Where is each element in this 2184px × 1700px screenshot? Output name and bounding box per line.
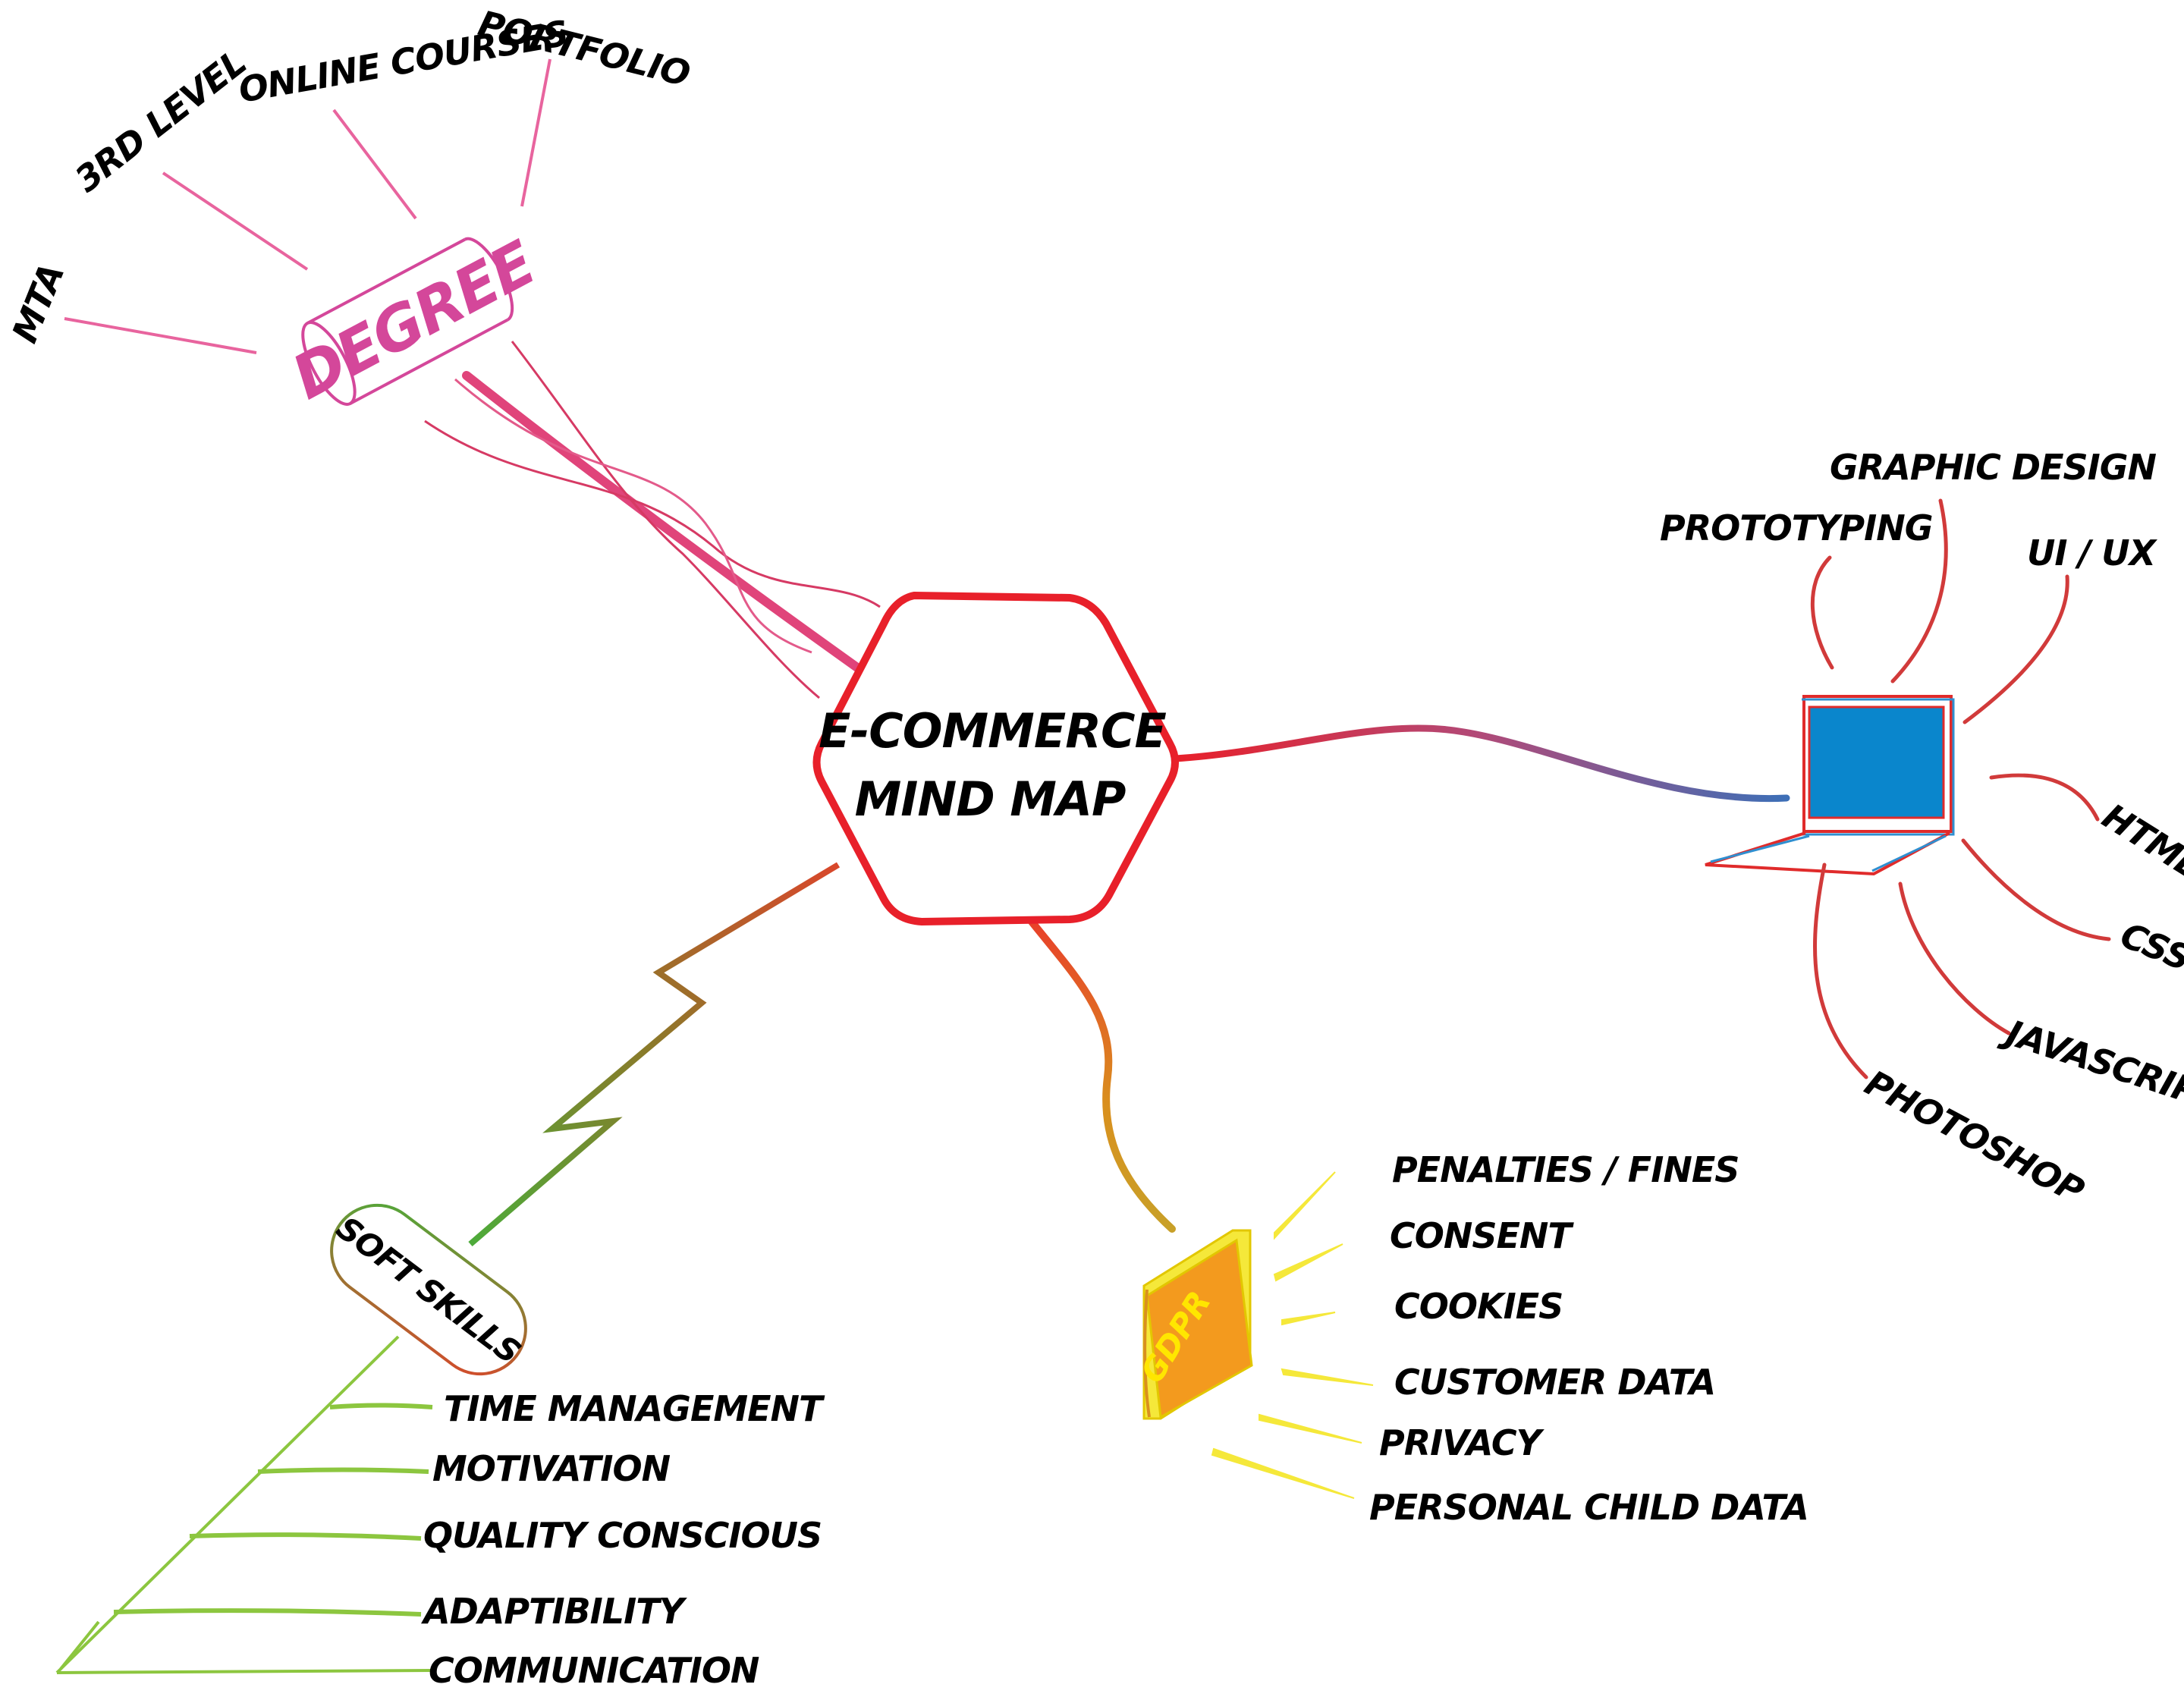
gdpr-item-consent: CONSENT <box>1390 1215 1574 1256</box>
gdpr-item-cookies: COOKIES <box>1394 1286 1563 1327</box>
gdpr-item-privacy: PRIVACY <box>1379 1422 1545 1463</box>
soft-skill-adaptibility: ADAPTIBILITY <box>421 1591 688 1632</box>
tech-connector <box>1172 724 1790 803</box>
tech-branch-photoshop: PHOTOSHOP <box>1859 1062 2091 1211</box>
degree-node: DEGREE <box>281 228 547 413</box>
soft-skill-time-management: TIME MANAGEMENT <box>444 1388 825 1429</box>
gdpr-item-penalties-fines: PENALTIES / FINES <box>1392 1149 1739 1190</box>
soft-skills-node: SOFT SKILLS <box>330 1203 527 1376</box>
degree-branch-portfolio: PORTFOLIO <box>474 2 693 94</box>
soft-skills-connector <box>468 862 841 1247</box>
center-hexagon <box>812 591 1179 926</box>
tech-branch-ui-ux: UI / UX <box>2027 533 2158 573</box>
degree-connector <box>424 341 881 699</box>
gdpr-item-personal-child-data: PERSONAL CHILD DATA <box>1369 1487 1808 1528</box>
soft-skill-communication: COMMUNICATION <box>429 1650 759 1691</box>
soft-skill-motivation: MOTIVATION <box>432 1448 671 1489</box>
tech-branch-prototyping: PROTOTYPING <box>1660 507 1933 548</box>
tech-branch-graphic-design: GRAPHIC DESIGN <box>1830 447 2156 488</box>
tech-branch-css: CSS <box>2115 914 2184 979</box>
tech-branch-lines <box>1810 498 2111 1079</box>
tech-branch-html: HTML <box>2095 796 2184 887</box>
tech-branch-javascript: JAVASCRIPT <box>1996 1010 2184 1121</box>
center-node: E-COMMERCE MIND MAP <box>812 591 1179 926</box>
center-title-line1: E-COMMERCE <box>819 703 1166 759</box>
degree-branch-lines <box>64 58 551 354</box>
degree-branch-3rd-level: 3RD LEVEL <box>68 42 254 200</box>
soft-skill-quality-conscious: QUALITY CONSCIOUS <box>423 1515 822 1556</box>
book-icon: GDPR <box>1133 1229 1253 1420</box>
soft-skills-tree <box>55 1335 433 1674</box>
laptop-icon <box>1705 695 1955 876</box>
gdpr-rays <box>1211 1171 1374 1499</box>
center-title-line2: MIND MAP <box>855 771 1126 827</box>
gdpr-connector <box>1028 918 1176 1233</box>
degree-branch-mta: MTA <box>4 258 72 348</box>
gdpr-item-customer-data: CUSTOMER DATA <box>1394 1362 1715 1403</box>
